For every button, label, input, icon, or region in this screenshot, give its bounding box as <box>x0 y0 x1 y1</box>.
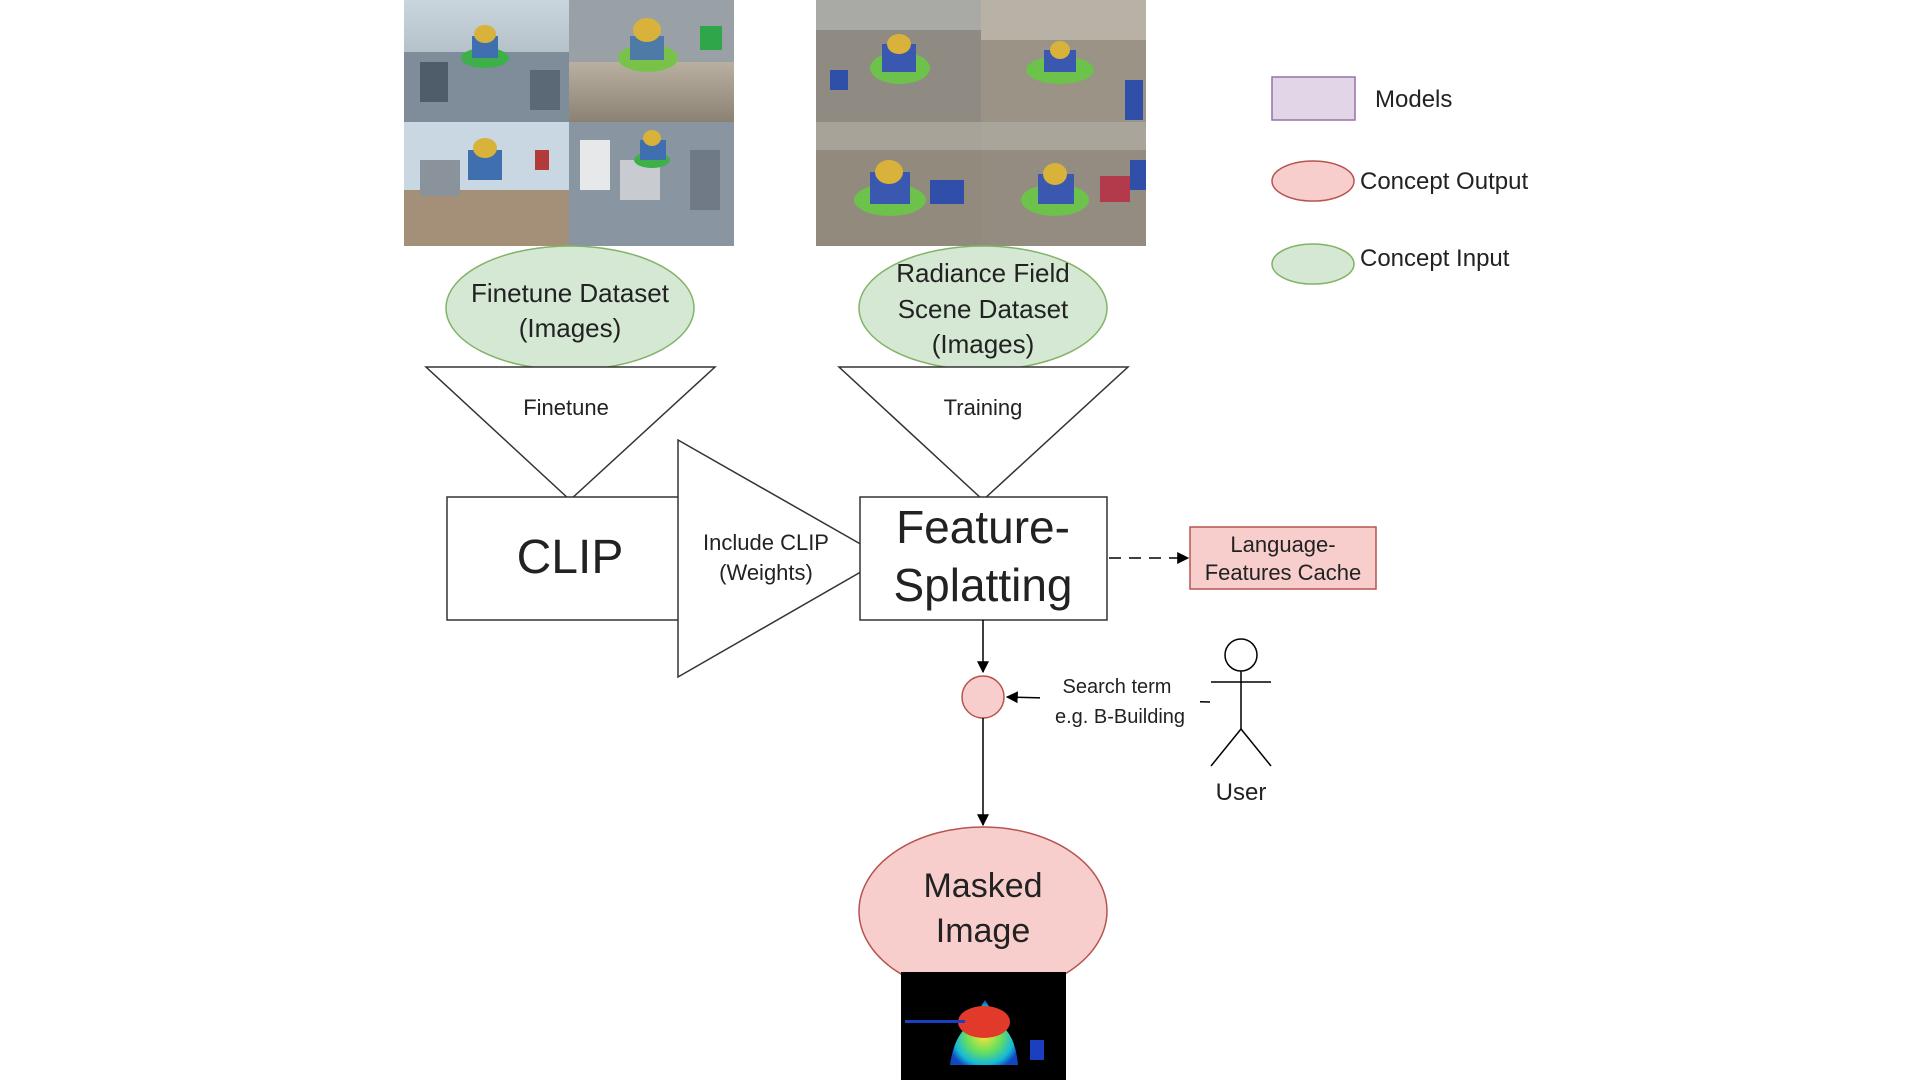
language-features-cache: Language- Features Cache <box>1189 526 1377 590</box>
feature-splatting-box: Feature- Splatting <box>859 496 1108 621</box>
masked-image-line-2: Image <box>936 912 1031 950</box>
finetune-image-3 <box>404 122 569 246</box>
finetune-dataset-line-1: Finetune Dataset <box>471 278 670 308</box>
finetune-label: Finetune <box>523 395 609 420</box>
clip-label: CLIP <box>517 531 624 584</box>
finetune-image-grid <box>404 0 734 246</box>
radiance-image-1 <box>816 0 981 122</box>
radiance-image-4 <box>981 122 1146 246</box>
radiance-image-3 <box>816 122 981 246</box>
search-term-bg <box>1040 670 1200 730</box>
legend-models: Models <box>1271 76 1452 121</box>
finetune-image-1 <box>404 0 569 122</box>
finetune-triangle: Finetune <box>424 366 717 502</box>
masked-image-line-1: Masked <box>923 867 1042 905</box>
clip-box: CLIP <box>446 496 695 621</box>
radiance-dataset-line-3: (Images) <box>932 329 1035 359</box>
include-clip-line-2: (Weights) <box>719 560 813 585</box>
query-join-node <box>961 675 1005 719</box>
user-label: User <box>1216 779 1267 806</box>
legend-concept-output-label: Concept Output <box>1360 168 1528 195</box>
legend-models-label: Models <box>1375 86 1452 113</box>
cache-line-2: Features Cache <box>1205 560 1362 585</box>
legend: Models Concept Output Concept Input <box>1271 76 1528 285</box>
finetune-dataset-node: Finetune Dataset (Images) <box>445 245 695 371</box>
legend-concept-input-label: Concept Input <box>1360 245 1510 272</box>
radiance-dataset-node: Radiance Field Scene Dataset (Images) <box>858 245 1108 371</box>
search-term-line-2: e.g. B-Building <box>1055 706 1185 728</box>
feature-splatting-line-2: Splatting <box>893 559 1072 611</box>
masked-image-node: Masked Image <box>858 826 1108 996</box>
search-term-line-1: Search term <box>1063 676 1172 698</box>
masked-output-image <box>901 972 1066 1080</box>
include-clip-line-1: Include CLIP <box>703 530 829 555</box>
radiance-image-2 <box>981 0 1146 122</box>
radiance-dataset-line-1: Radiance Field <box>896 258 1069 288</box>
radiance-dataset-line-2: Scene Dataset <box>898 294 1069 324</box>
cache-line-1: Language- <box>1230 532 1335 557</box>
radiance-image-grid <box>816 0 1146 246</box>
feature-splatting-line-1: Feature- <box>896 501 1070 553</box>
finetune-image-4 <box>569 122 734 246</box>
legend-concept-output: Concept Output <box>1271 160 1528 202</box>
include-clip-triangle: Include CLIP (Weights) <box>677 438 887 679</box>
user-icon <box>1210 638 1272 767</box>
finetune-image-2 <box>569 0 734 122</box>
training-triangle: Training <box>837 366 1130 502</box>
finetune-dataset-line-2: (Images) <box>519 313 622 343</box>
training-label: Training <box>944 395 1023 420</box>
legend-concept-input: Concept Input <box>1271 243 1510 285</box>
